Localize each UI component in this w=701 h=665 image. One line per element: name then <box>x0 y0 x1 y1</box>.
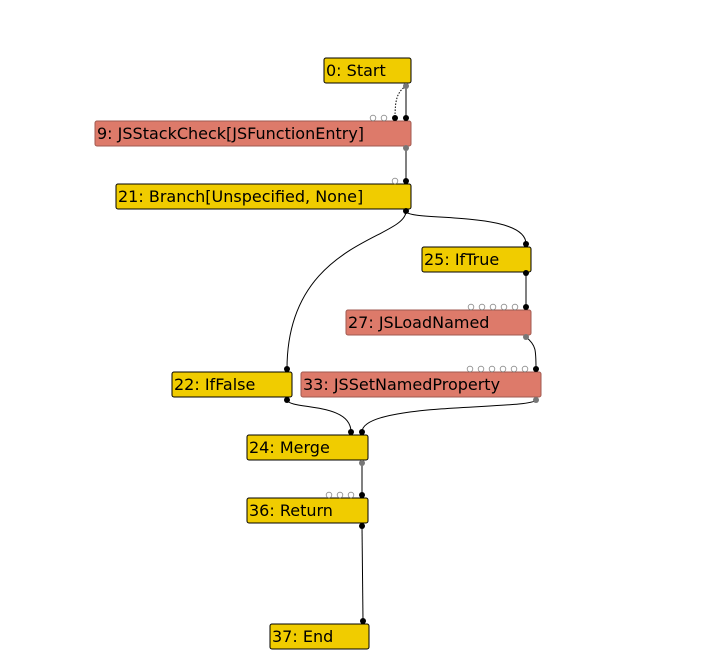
node-label: 37: End <box>272 627 333 646</box>
node-label: 33: JSSetNamedProperty <box>303 375 500 394</box>
output-port[interactable] <box>403 83 409 89</box>
edge-0-9-effect[interactable] <box>394 85 407 119</box>
node-0[interactable]: 0: Start <box>323 57 412 89</box>
node-27[interactable]: 27: JSLoadNamed <box>345 303 532 340</box>
node-33[interactable]: 33: JSSetNamedProperty <box>300 365 542 403</box>
node-25[interactable]: 25: IfTrue <box>421 241 532 276</box>
input-port[interactable] <box>533 366 539 372</box>
output-port[interactable] <box>533 397 539 403</box>
node-label: 25: IfTrue <box>424 250 499 269</box>
input-port[interactable] <box>523 241 529 247</box>
output-port[interactable] <box>359 460 365 466</box>
edge-36-37[interactable] <box>361 525 364 622</box>
input-port[interactable] <box>403 115 409 121</box>
node-21[interactable]: 21: Branch[Unspecified, None] <box>115 177 412 214</box>
edge-27-33[interactable] <box>525 336 537 370</box>
node-label: 24: Merge <box>249 438 330 457</box>
input-port[interactable] <box>467 303 475 311</box>
edge-21-25[interactable] <box>405 210 527 245</box>
input-port[interactable] <box>360 618 366 624</box>
input-port[interactable] <box>510 365 518 373</box>
node-24[interactable]: 24: Merge <box>246 429 369 466</box>
input-port[interactable] <box>380 114 388 122</box>
input-port[interactable] <box>369 114 377 122</box>
output-port[interactable] <box>523 270 529 276</box>
output-port[interactable] <box>403 208 409 214</box>
node-22[interactable]: 22: IfFalse <box>171 366 293 403</box>
edge-21-22[interactable] <box>286 210 407 370</box>
node-label: 21: Branch[Unspecified, None] <box>118 187 363 206</box>
input-port[interactable] <box>466 365 474 373</box>
input-port[interactable] <box>521 365 529 373</box>
input-port[interactable] <box>500 303 508 311</box>
input-port[interactable] <box>391 177 399 185</box>
node-label: 36: Return <box>249 501 333 520</box>
input-port[interactable] <box>499 365 507 373</box>
output-port[interactable] <box>403 145 409 151</box>
input-port[interactable] <box>359 429 365 435</box>
input-port[interactable] <box>325 491 333 499</box>
input-port[interactable] <box>392 115 398 121</box>
node-9[interactable]: 9: JSStackCheck[JSFunctionEntry] <box>94 114 412 151</box>
edge-33-24[interactable] <box>361 399 537 433</box>
edge-22-24[interactable] <box>286 399 352 433</box>
node-36[interactable]: 36: Return <box>246 491 369 529</box>
output-port[interactable] <box>523 334 529 340</box>
input-port[interactable] <box>336 491 344 499</box>
output-port[interactable] <box>284 397 290 403</box>
node-37[interactable]: 37: End <box>269 618 370 650</box>
edges <box>286 85 537 622</box>
input-port[interactable] <box>347 491 355 499</box>
input-port[interactable] <box>478 303 486 311</box>
input-port[interactable] <box>489 303 497 311</box>
node-label: 27: JSLoadNamed <box>348 313 489 332</box>
input-port[interactable] <box>284 366 290 372</box>
input-port[interactable] <box>348 429 354 435</box>
input-port[interactable] <box>477 365 485 373</box>
node-label: 0: Start <box>326 61 386 80</box>
input-port[interactable] <box>488 365 496 373</box>
output-port[interactable] <box>359 523 365 529</box>
input-port[interactable] <box>523 304 529 310</box>
input-port[interactable] <box>403 178 409 184</box>
input-port[interactable] <box>511 303 519 311</box>
node-label: 9: JSStackCheck[JSFunctionEntry] <box>97 124 364 143</box>
input-port[interactable] <box>359 492 365 498</box>
node-label: 22: IfFalse <box>174 375 255 394</box>
